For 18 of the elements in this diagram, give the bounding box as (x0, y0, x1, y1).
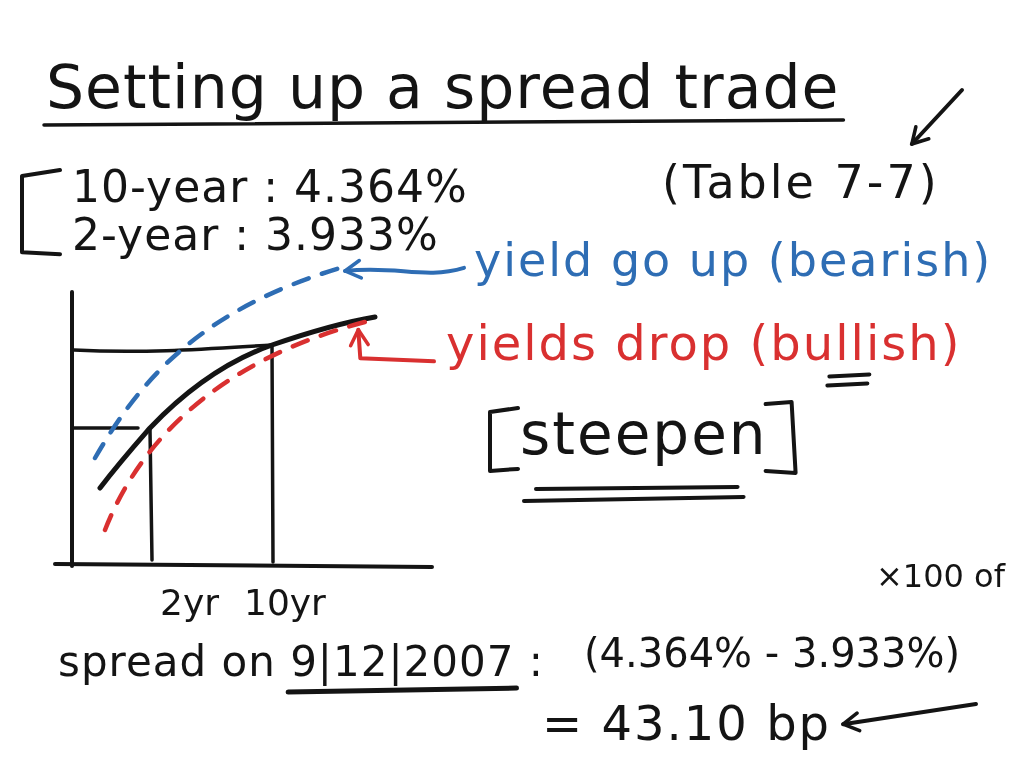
spread-formula: spread on 9|12|2007 : (58, 640, 544, 685)
table-reference: (Table 7-7) (662, 158, 940, 207)
dashed-curve (102, 319, 368, 533)
axis-label: 2yr (160, 584, 219, 622)
result-value: = 43.10 bp (542, 698, 832, 749)
annotation-text: yields drop (bullish) (446, 318, 962, 369)
spread-formula: (4.364% - 3.933%) (584, 632, 961, 674)
annotation-text: yield go up (bearish) (474, 236, 993, 285)
arrow (348, 327, 436, 364)
yield-row: 2-year : 3.933% (72, 212, 439, 259)
arrow (343, 259, 466, 281)
steepen-note: steepen (520, 404, 768, 465)
title: Setting up a spread trade (46, 56, 840, 119)
arrow (841, 702, 978, 733)
axis-label: 10yr (244, 584, 326, 622)
multiplier-note: ×100 of (876, 560, 1005, 594)
yield-row: 10-year : 4.364% (72, 164, 468, 211)
arrow (909, 88, 964, 146)
